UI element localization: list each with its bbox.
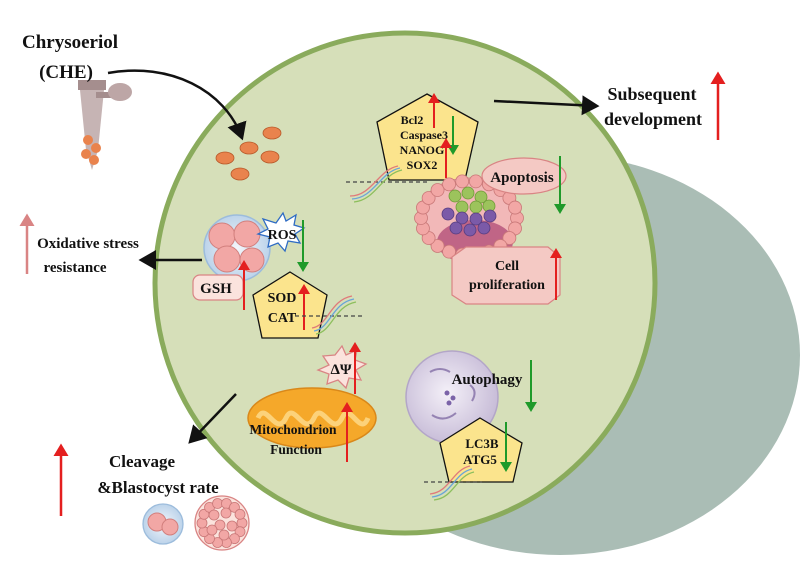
inner-cell-purple <box>483 209 497 223</box>
trophectoderm-cell <box>442 177 456 192</box>
gene-bcl2: Bcl2 <box>401 113 424 127</box>
cell-proliferation-label-1: Cell <box>495 259 519 274</box>
mitochondrion-icon <box>247 387 377 449</box>
inner-cell-purple <box>463 223 477 237</box>
small-blastocyst-cell <box>208 509 220 521</box>
cleavage-label-1: Cleavage <box>109 452 176 471</box>
small-blastocyst-cell <box>234 508 246 520</box>
blastocyst-cells <box>414 174 524 262</box>
inner-cell-green <box>469 200 483 214</box>
small-blastocyst-cell <box>212 498 223 509</box>
small-blastocyst-cell <box>214 519 226 531</box>
small-blastocyst-cell <box>226 520 238 532</box>
delta-psi-label: ΔΨ <box>330 362 351 378</box>
gene-caspase3: Caspase3 <box>400 128 448 142</box>
mito-label-1: Mitochondrion <box>249 422 336 437</box>
inner-cell-purple <box>469 212 483 226</box>
inner-cell-green <box>474 190 488 204</box>
gene-sox2: SOX2 <box>407 158 438 172</box>
dna-strand-top <box>346 165 430 203</box>
dna-strand-sod <box>295 295 364 335</box>
apoptosis-box <box>481 157 567 195</box>
trophectoderm-cell <box>430 239 445 253</box>
ros-label: ROS <box>268 228 297 243</box>
trophectoderm-cell <box>468 174 483 189</box>
two-cell-embryo <box>142 503 184 545</box>
trophectoderm-cell <box>430 183 445 197</box>
small-blastocyst-cell <box>220 507 232 519</box>
test-tube-icon <box>78 80 132 170</box>
small-blastocyst-cell <box>229 501 240 513</box>
trophectoderm-cell <box>455 174 470 189</box>
compound-abbr: (CHE) <box>39 62 93 83</box>
gene-nanog: NANOG <box>400 143 445 157</box>
inner-cell-green <box>448 189 462 203</box>
inner-cell-purple <box>455 211 469 225</box>
subsequent-arrow <box>493 95 600 116</box>
trophectoderm-cell <box>508 200 522 215</box>
oxidative-label-1: Oxidative stress <box>37 236 139 252</box>
embryo-cell <box>203 214 271 282</box>
apoptosis-label: Apoptosis <box>490 170 554 186</box>
autophagy-label: Autophagy <box>452 372 523 388</box>
trophectoderm-cell <box>442 244 456 259</box>
subsequent-label-2: development <box>604 109 702 129</box>
inner-cell-green <box>455 200 469 214</box>
compound-entry-arrow <box>107 69 247 141</box>
blastocyst-embryo-cells <box>196 498 248 548</box>
small-blastocyst-cell <box>206 524 218 536</box>
mito-label-2: Function <box>270 442 322 457</box>
inner-cell-purple <box>449 221 463 235</box>
atg5-label: ATG5 <box>463 452 497 467</box>
small-blastocyst-cell <box>218 529 230 541</box>
che-particles <box>215 126 282 181</box>
cleavage-label-2: &Blastocyst rate <box>97 478 219 497</box>
inner-cell-purple <box>477 221 491 235</box>
subsequent-label-1: Subsequent <box>607 84 696 104</box>
trophectoderm-cell <box>421 191 436 205</box>
cleavage-arrow <box>188 393 237 444</box>
small-blastocyst-cell <box>234 526 246 538</box>
trophectoderm-cell <box>502 231 517 245</box>
gene-pentagon-top <box>376 93 479 181</box>
ros-burst-icon <box>256 211 306 253</box>
sod-label: SOD <box>268 291 297 306</box>
oxidative-label-2: resistance <box>43 260 106 276</box>
compound-name: Chrysoeriol <box>22 32 118 53</box>
cell-proliferation-label-2: proliferation <box>469 278 545 293</box>
dna-strand-lc3b <box>424 465 482 501</box>
inner-cell-green <box>461 186 475 200</box>
inner-cell-purple <box>441 207 455 221</box>
gsh-label: GSH <box>200 281 232 297</box>
lc3b-label: LC3B <box>465 436 499 451</box>
cat-label: CAT <box>268 311 297 326</box>
cell-proliferation-box <box>451 246 561 305</box>
